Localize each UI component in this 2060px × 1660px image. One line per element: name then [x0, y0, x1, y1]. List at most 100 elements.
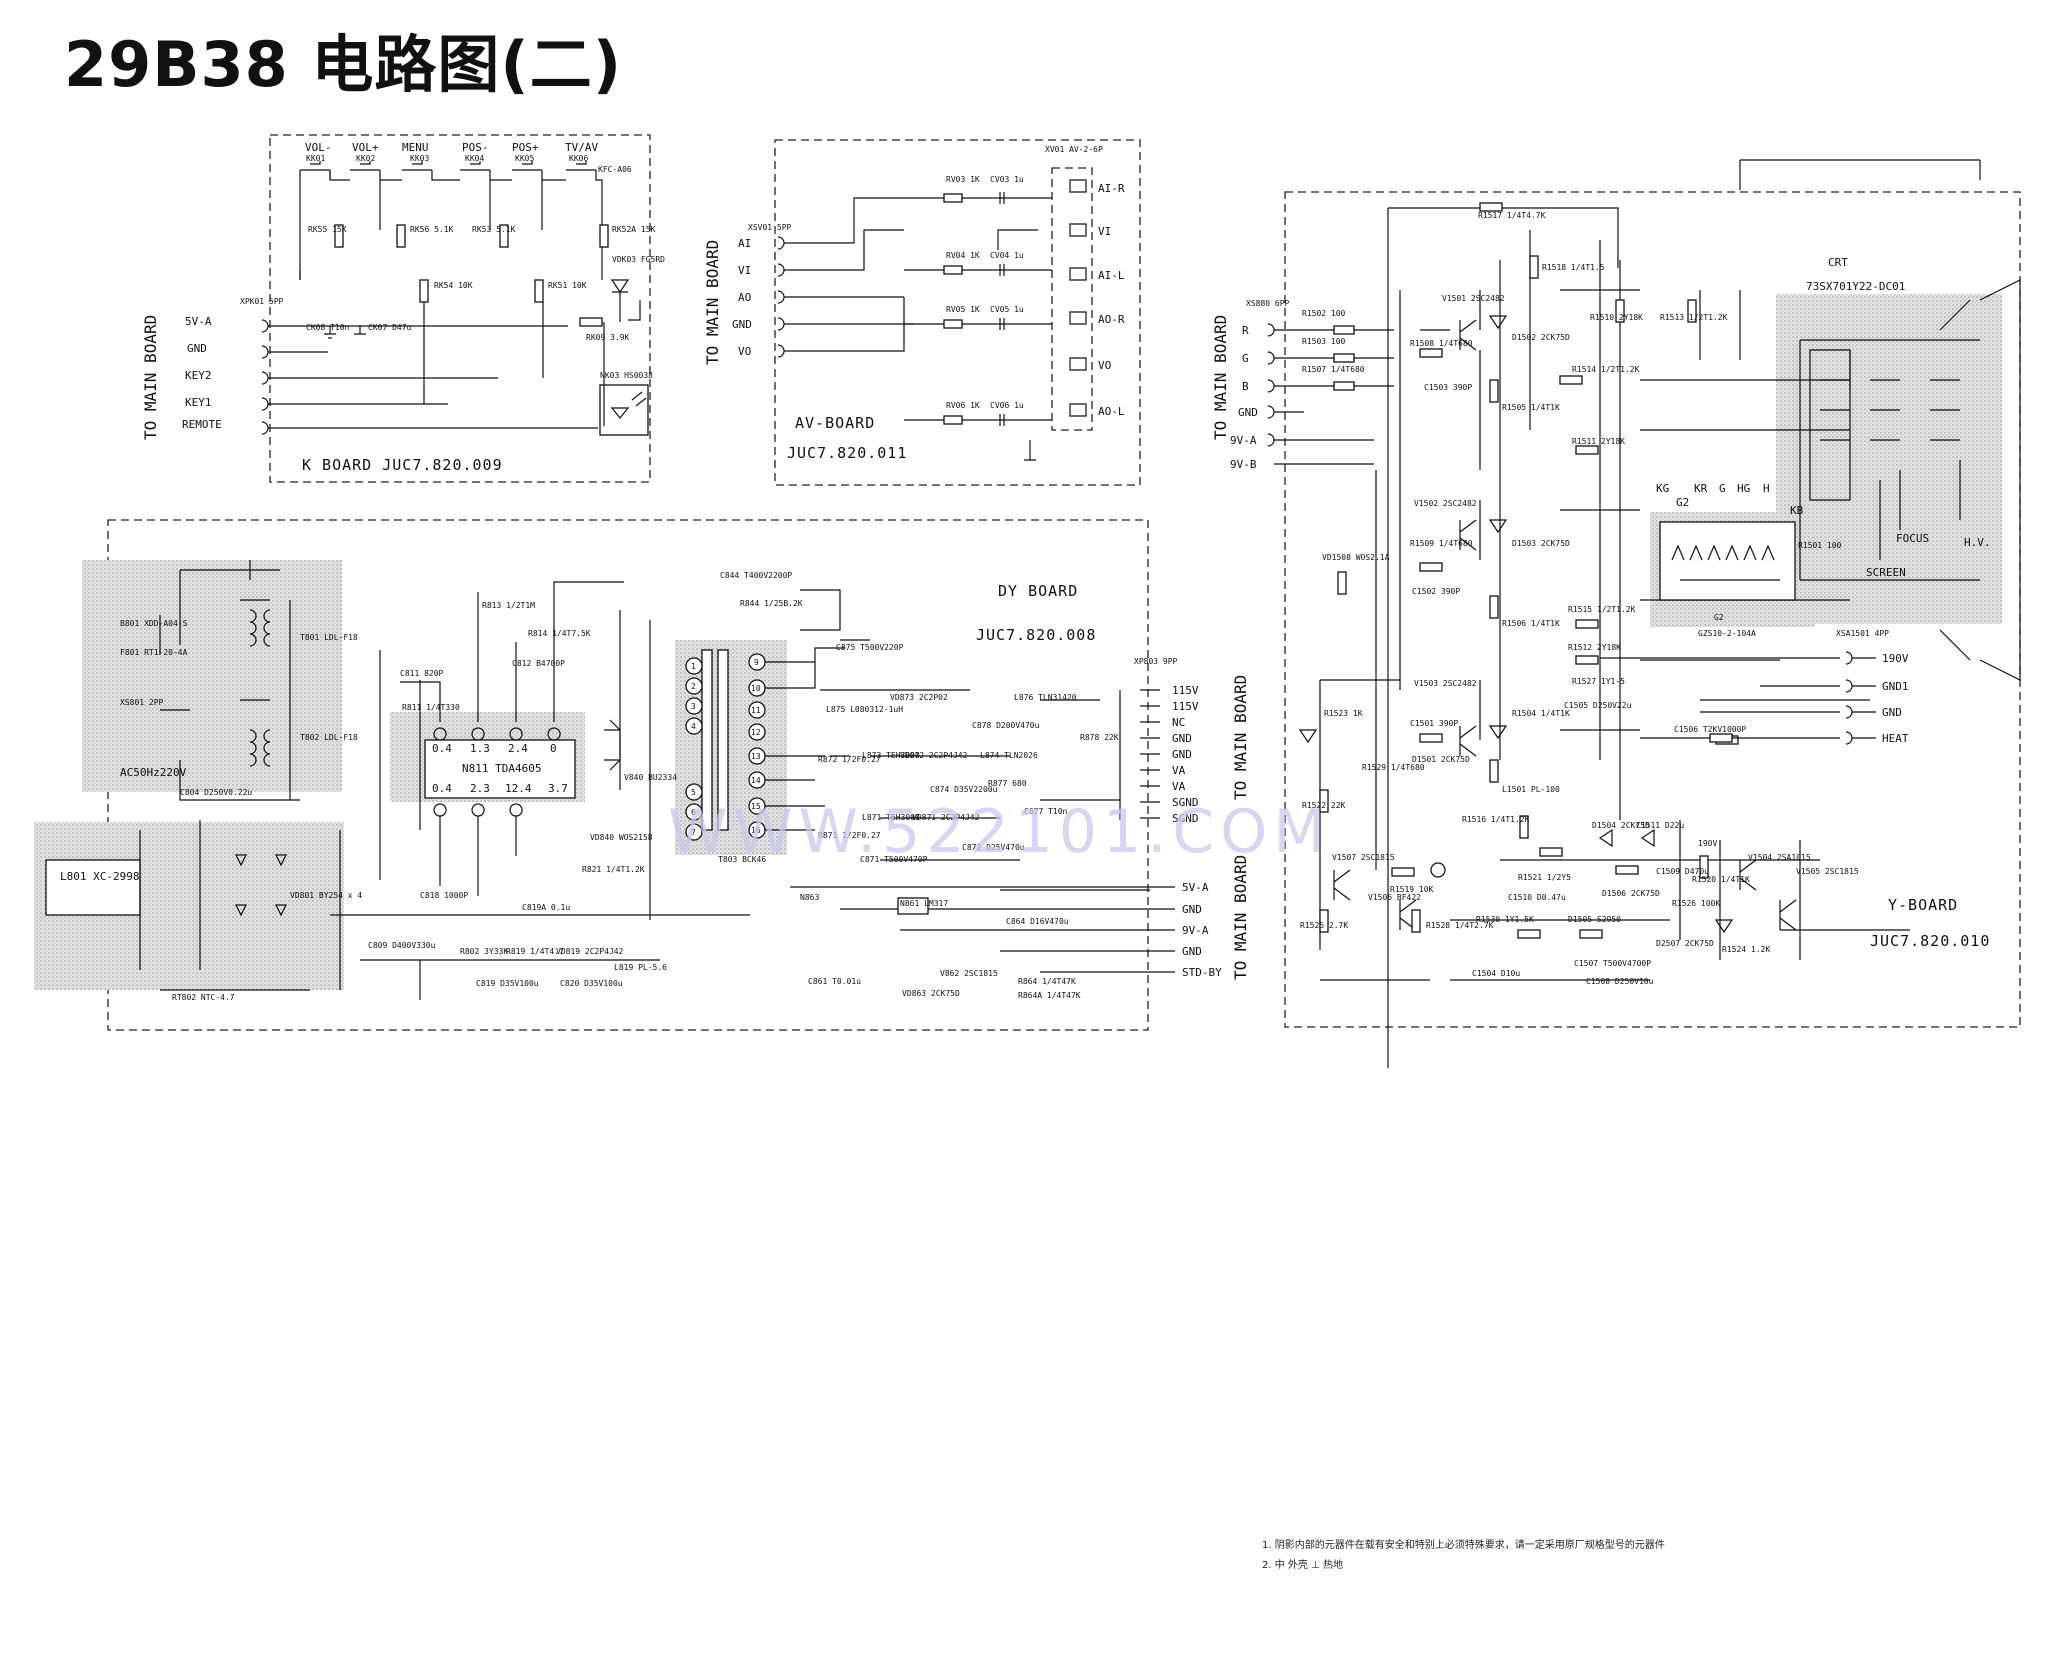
- socket-ref: G2: [1714, 613, 1724, 622]
- y-part-13: R1503 100: [1302, 337, 1346, 346]
- button-label-pos-minus: POS-: [462, 141, 489, 154]
- av-pin-ao: AO: [738, 291, 751, 304]
- k-pin-key2: KEY2: [185, 369, 212, 382]
- dy-part-36: R864A 1/4T47K: [1018, 991, 1081, 1000]
- dy-part-32: C864 D16V470u: [1006, 917, 1069, 926]
- y-part-23: R1504 1/4T1K: [1512, 709, 1570, 718]
- av-outputs: AI-R VI AI-L AO-R VO AO-L: [1051, 167, 1125, 431]
- tp-14: 14: [751, 776, 761, 785]
- dy-part-25: R871 1/2F0.27: [818, 831, 881, 840]
- dy-lower-outputs: 5V-A GND 9V-A GND STD-BY: [790, 881, 1222, 979]
- part-rk52a: RK52A 15K: [612, 225, 656, 234]
- y-part-19: C1502 390P: [1412, 587, 1460, 596]
- dy-part-43: R819 1/4T4.7: [506, 947, 564, 956]
- dy-part-52: C818 1000P: [420, 891, 468, 900]
- part-l801: L801 XC-2998: [60, 870, 139, 883]
- av-out-ao-l: AO-L: [1098, 405, 1125, 418]
- part-rv05: RV05 1K: [946, 305, 980, 314]
- part-cv03: CV03 1u: [990, 175, 1024, 184]
- av-out-vo: VO: [1098, 359, 1111, 372]
- y-transistors: [1333, 319, 1797, 931]
- y-part-22: D1503 2CK75D: [1512, 539, 1570, 548]
- ln861-box: [897, 897, 929, 915]
- y-part-20: D1501 2CK75D: [1412, 755, 1470, 764]
- y-part-41: C1507 T500V4700P: [1574, 959, 1651, 968]
- k-board: K BOARD JUC7.820.009 TO MAIN BOARD XPK01…: [141, 134, 665, 483]
- part-cv04: CV04 1u: [990, 251, 1024, 260]
- button-label-pos-plus: POS+: [512, 141, 539, 154]
- footnote-2: 2. 中 外壳 ⊥ 热地: [1262, 1560, 1343, 1571]
- k-pin-traces: [268, 325, 598, 429]
- switch-ref-3: KK03: [410, 154, 429, 163]
- part-rk51: RK51 10K: [548, 281, 587, 290]
- part-f801: F801 RT1-20-4A: [120, 648, 188, 657]
- button-label-vol-minus: VOL-: [305, 141, 332, 154]
- y-part-30: R1516 1/4T1.2K: [1462, 815, 1530, 824]
- part-rk55: RK55 15K: [308, 225, 347, 234]
- y-part-0: R1517 1/4T4.7K: [1478, 211, 1546, 220]
- tp-2: 2: [691, 682, 696, 691]
- crt-kg: KG: [1656, 482, 1669, 495]
- y-part-27: VD1508 WOS2.1A: [1322, 553, 1390, 562]
- y-part-7: R1512 2Y18K: [1568, 643, 1621, 652]
- y-part-47: R1525 2.7K: [1300, 921, 1348, 930]
- dy-part-50: VD840 WOS2158: [590, 833, 653, 842]
- av-out-ao-r: AO-R: [1098, 313, 1125, 326]
- y-board-connector: XS880 6PP: [1246, 299, 1290, 308]
- crt-g2: G2: [1676, 496, 1689, 509]
- k-board-connector: XPK01 5PP: [240, 297, 284, 306]
- dy-part-46: VD819 2C2P4J42: [556, 947, 624, 956]
- dy-part-labels: C844 T400V2200P R844 1/25B.2K C875 T500V…: [400, 571, 1119, 1000]
- dy-out-2: 115V: [1172, 700, 1199, 713]
- dy-part-47: C820 D35V100u: [560, 979, 623, 988]
- part-b801: B801 XDD-A04-S: [120, 619, 188, 628]
- crt-screen: SCREEN: [1866, 566, 1906, 579]
- y-part-31: R1520 1/4T1K: [1692, 875, 1750, 884]
- part-vd801: VD801 BY254 x 4: [290, 891, 362, 900]
- y-part-28: R1523 1K: [1324, 709, 1363, 718]
- y-v1505: V1505 2SC1815: [1796, 867, 1859, 876]
- y-part-1: R1518 1/4T1.5: [1542, 263, 1605, 272]
- crt-label: CRT: [1828, 256, 1848, 269]
- ic-pin-bottom-4: 3.7: [548, 782, 568, 795]
- dy-part-42: R814 1/4T7.5K: [528, 629, 591, 638]
- dy-mains: AC50Hz220V: [120, 766, 187, 779]
- transformer-core-right: [717, 649, 729, 831]
- ic-pin-bottom-2: 2.3: [470, 782, 490, 795]
- dy-part-35: R864 1/4T47K: [1018, 977, 1076, 986]
- y-part-3: R1513 1/2T1.2K: [1660, 313, 1728, 322]
- dy-out-4: GND: [1172, 732, 1192, 745]
- dy-part-13: L875 L080312-1uH: [826, 705, 903, 714]
- y-part-25: R1506 1/4T1K: [1502, 619, 1560, 628]
- dy-connector: XP803 9PP: [1134, 657, 1178, 666]
- dy-part-53: C819A 0.1u: [522, 903, 570, 912]
- dy-part-31: N863: [800, 893, 819, 902]
- bridge-diodes: [235, 854, 287, 917]
- av-board-code: JUC7.820.011: [787, 444, 907, 462]
- led-symbol: [610, 279, 641, 322]
- y-part-40: D1505 S2950: [1568, 915, 1621, 924]
- dy-transformer: T803 BCK46: [718, 855, 766, 864]
- y-v1503: V1503 2SC2482: [1414, 679, 1477, 688]
- button-label-vol-plus: VOL+: [352, 141, 379, 154]
- watermark: WWW.522101.COM: [668, 797, 1331, 867]
- part-rk54: RK54 10K: [434, 281, 473, 290]
- y-part-8: C1505 D250V22u: [1564, 701, 1632, 710]
- crt-model: 73SX701Y22-DC01: [1806, 280, 1905, 293]
- av-pins: AI VI AO GND VO: [732, 197, 914, 358]
- y-diodes: [1298, 315, 1734, 934]
- transformer-pins: 9 10 11 12 13 14 15 16 1 2 3 4 5 6 7: [685, 653, 766, 841]
- tp-9: 9: [754, 658, 759, 667]
- part-t801: T801 LDL-F18: [300, 633, 358, 642]
- y-part-36: C1509 D470u: [1656, 867, 1709, 876]
- dy-part-15: L876 TLN31420: [1014, 693, 1077, 702]
- part-vdk03: VDK03 FG5RD: [612, 255, 665, 264]
- y-part-6: R1515 1/2T1.2K: [1568, 605, 1636, 614]
- dy-lower-1: 5V-A: [1182, 881, 1209, 894]
- mains-transformers: [249, 609, 271, 767]
- k-pins: 5V-A GND KEY2 KEY1 REMOTE: [182, 270, 605, 435]
- dy-out-5: GND: [1172, 748, 1192, 761]
- part-rv04: RV04 1K: [946, 251, 980, 260]
- ic-pin-bottom-1: 0.4: [432, 782, 452, 795]
